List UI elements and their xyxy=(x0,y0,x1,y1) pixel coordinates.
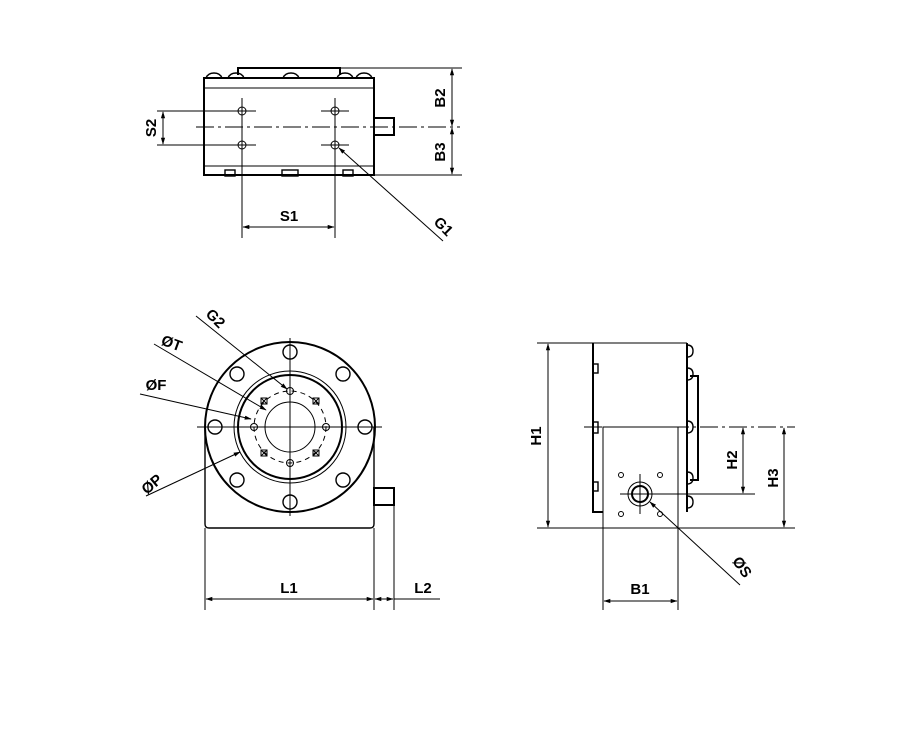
shaft-stub-front xyxy=(373,487,395,506)
label-g1: G1 xyxy=(430,214,456,240)
label-s1: S1 xyxy=(280,208,298,225)
label-b1: B1 xyxy=(630,581,649,598)
top-view: S2 S1 B2 B3 G1 xyxy=(143,67,462,242)
label-b3: B3 xyxy=(432,142,449,161)
bottom-tabs xyxy=(224,169,354,177)
top-bumps xyxy=(205,72,373,79)
label-l2: L2 xyxy=(414,580,432,597)
label-b2: B2 xyxy=(432,88,449,107)
label-dia-p: ØP xyxy=(138,471,166,498)
label-h1: H1 xyxy=(528,426,545,445)
side-small-holes xyxy=(618,472,663,517)
label-g2: G2 xyxy=(202,306,228,332)
label-h2: H2 xyxy=(724,450,741,469)
label-h3: H3 xyxy=(765,468,782,487)
front-base-body xyxy=(204,427,375,529)
top-cover-plate xyxy=(237,67,341,75)
front-view: L1 L2 G2 ØT ØF ØP xyxy=(138,306,440,610)
side-plate xyxy=(690,375,699,481)
label-dia-t: ØT xyxy=(159,332,184,355)
side-view: H1 H2 H3 B1 ØS xyxy=(528,342,795,610)
label-s2: S2 xyxy=(143,119,160,137)
label-l1: L1 xyxy=(280,580,298,597)
label-dia-f: ØF xyxy=(146,377,167,394)
side-body-left xyxy=(592,343,603,513)
label-dia-s: ØS xyxy=(729,554,755,582)
